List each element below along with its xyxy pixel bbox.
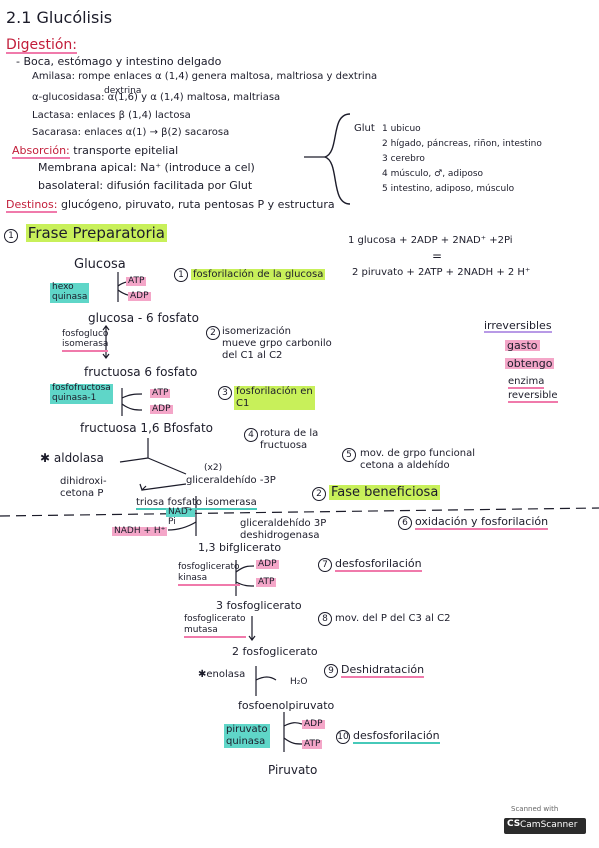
aldolasa: aldolasa xyxy=(53,451,104,465)
brace-icon xyxy=(304,113,351,205)
adp-tag: ADP xyxy=(256,559,279,569)
glut-item: 4 músculo, ♂, adiposo xyxy=(382,169,484,179)
camscanner-icon: CS xyxy=(507,819,521,829)
glut-item: 2 hígado, páncreas, riñon, intestino xyxy=(382,139,542,149)
step3: fosforilación en C1 xyxy=(234,386,315,410)
glut-item: 5 intestino, adiposo, músculo xyxy=(382,184,515,194)
bpg: 1,3 bifglicerato xyxy=(198,541,282,554)
legend-enzima: enzima xyxy=(508,376,545,389)
atp-tag: ATP xyxy=(150,388,171,398)
atp-tag: ATP xyxy=(302,739,323,749)
sacarasa-text: Sacarasa: enlaces α(1) → β(2) sacarosa xyxy=(32,127,230,138)
scanner-brand: CamScanner xyxy=(520,820,578,830)
pk: piruvato quinasa xyxy=(224,724,270,748)
f16bp: fructuosa 1,6 Bfosfato xyxy=(80,421,214,435)
destinos-label: Destinos: xyxy=(6,198,58,213)
enolasa: enolasa xyxy=(206,669,246,680)
adp-tag: ADP xyxy=(150,404,173,414)
glucosidasa-text: α-glucosidasa: α(1,6) y α (1,4) maltosa,… xyxy=(32,92,281,103)
piruvato: Piruvato xyxy=(268,763,318,777)
step2: isomerización mueve grpo carbonilo del C… xyxy=(222,326,332,361)
fosfogluco-isomerasa: fosfogluco isomerasa xyxy=(62,329,109,352)
hexoquinasa: hexo quinasa xyxy=(50,282,90,303)
x2: (x2) xyxy=(204,463,223,473)
phase-number: 1 xyxy=(4,229,18,243)
atp-tag: ATP xyxy=(256,577,277,587)
pg2: 2 fosfoglicerato xyxy=(232,645,318,658)
amilasa-text: Amilasa: rompe enlaces α (1,4) genera ma… xyxy=(32,71,378,82)
step4: rotura de la fructuosa xyxy=(260,428,319,451)
legend-irreversibles: irreversibles xyxy=(484,319,552,333)
destinos-text: glucógeno, piruvato, ruta pentosas P y e… xyxy=(60,198,335,211)
step8: mov. del P del C3 al C2 xyxy=(335,613,451,624)
pg3: 3 fosfoglicerato xyxy=(216,599,302,612)
fase2: Fase beneficiosa xyxy=(329,485,441,500)
glucosidasa-sup: dextrina xyxy=(104,86,142,96)
adp-tag: ADP xyxy=(128,291,151,301)
page-title: 2.1 Glucólisis xyxy=(6,8,113,27)
membrana-text: Membrana apical: Na⁺ (introduce a cel) xyxy=(38,161,255,174)
absorcion-text: transporte epitelial xyxy=(73,144,179,157)
digestion-heading: Digestión: xyxy=(6,37,77,54)
scanner-logo-box xyxy=(504,818,586,834)
pep: fosfoenolpiruvato xyxy=(238,699,335,712)
nadh-tag: NADH + H⁺ xyxy=(112,526,168,536)
step9: Deshidratación xyxy=(341,663,425,678)
pfk: fosfofructosa quinasa-1 xyxy=(50,383,113,404)
adp-tag: ADP xyxy=(302,719,325,729)
step1: fosforilación de la glucosa xyxy=(191,269,326,280)
pgm: fosfoglicerato mutasa xyxy=(184,614,246,638)
digestion-line: - Boca, estómago y intestino delgado xyxy=(16,55,222,68)
pi-tag: Pi xyxy=(168,517,176,527)
legend-gasto: gasto xyxy=(505,339,540,352)
lactasa-text: Lactasa: enlaces β (1,4) lactosa xyxy=(32,110,191,121)
nad-tag: NAD⁺ xyxy=(166,507,195,517)
h2o-tag: H₂O xyxy=(290,677,308,687)
legend-obtengo: obtengo xyxy=(505,357,555,370)
glut-label: Glut xyxy=(354,123,375,134)
atp-tag: ATP xyxy=(126,276,147,286)
equation-eq: = xyxy=(432,249,443,263)
glut-item: 1 ubicuo xyxy=(382,124,421,134)
glut-item: 3 cerebro xyxy=(382,154,425,164)
tpi: triosa fosfato isomerasa xyxy=(136,497,257,510)
g3p: gliceraldehído -3P xyxy=(186,475,276,486)
dhap: dihidroxi- cetona P xyxy=(60,476,107,499)
step6: oxidación y fosforilación xyxy=(415,515,549,530)
legend-reversible: reversible xyxy=(508,390,558,403)
phase-title: Frase Preparatoria xyxy=(25,224,167,242)
g6p: glucosa - 6 fosfato xyxy=(88,311,199,325)
absorcion-label: Absorción: xyxy=(12,144,70,159)
basolateral-text: basolateral: difusión facilitada por Glu… xyxy=(38,179,253,192)
equation-bottom: 2 piruvato + 2ATP + 2NADH + 2 H⁺ xyxy=(352,267,531,278)
pgk: fosfoglicerato kinasa xyxy=(178,562,240,586)
glucosa: Glucosa xyxy=(74,257,126,272)
step5: mov. de grpo funcional cetona a aldehído xyxy=(360,448,475,471)
equation-top: 1 glucosa + 2ADP + 2NAD⁺ +2Pi xyxy=(348,235,513,246)
scanner-caption: Scanned with xyxy=(511,805,559,813)
f6p: fructuosa 6 fosfato xyxy=(84,365,198,379)
g3pdh: gliceraldehído 3P deshidrogenasa xyxy=(240,518,327,541)
step7: desfosforilación xyxy=(335,557,422,572)
step10: desfosforilación xyxy=(353,729,440,744)
